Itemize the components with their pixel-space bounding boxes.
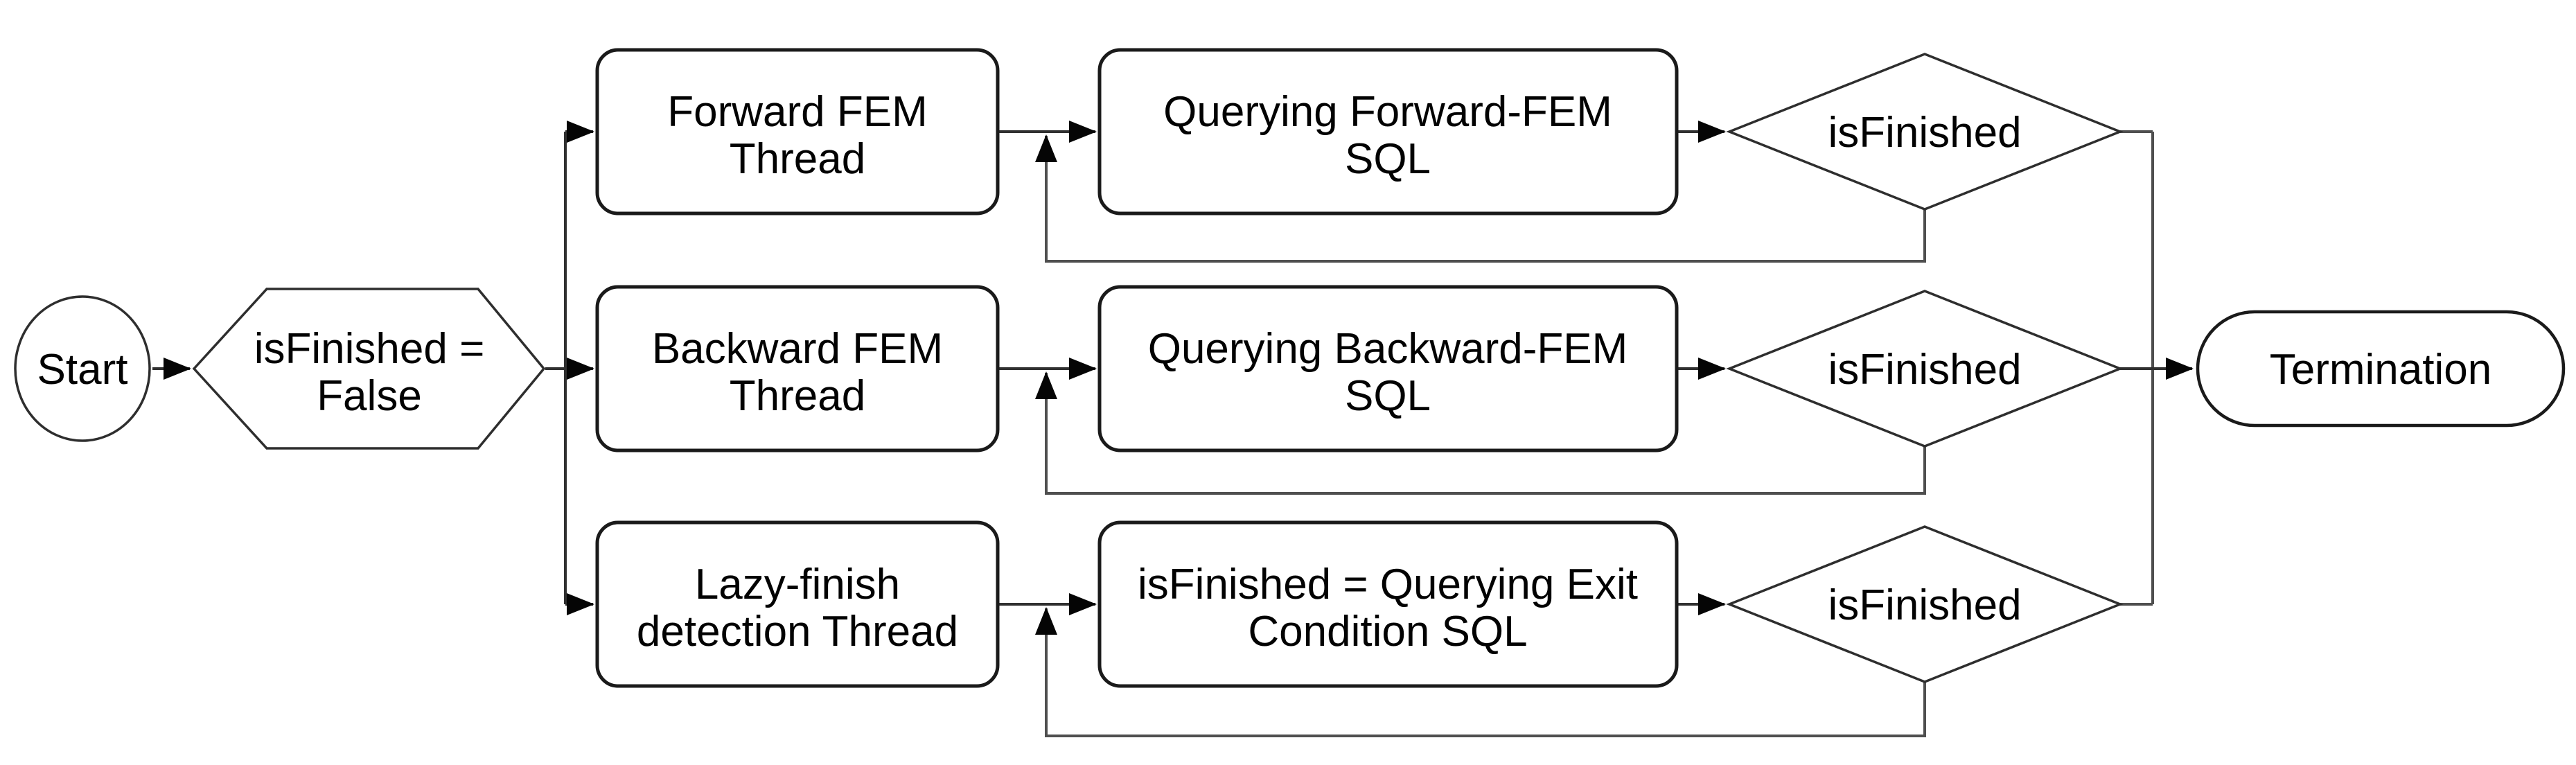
- node-forward-decision: isFinished: [1726, 53, 2124, 211]
- edge-loop-forward-decision-to-sql: [1035, 134, 1926, 263]
- node-lazy-decision: isFinished: [1726, 525, 2124, 683]
- node-start: Start: [14, 295, 151, 442]
- node-lazy-thread: Lazy-finish detection Thread: [595, 520, 1000, 688]
- edge-layer: [152, 121, 2194, 737]
- node-termination-label: Termination: [2270, 346, 2491, 394]
- forward-thread-box: [595, 48, 1000, 216]
- node-forward-sql: Querying Forward-FEM SQL: [1097, 48, 1679, 216]
- node-backward-sql-label-line1: Querying Backward-FEM: [1148, 325, 1628, 373]
- node-backward-decision-label: isFinished: [1828, 346, 2021, 394]
- node-backward-decision: isFinished: [1726, 290, 2124, 448]
- node-backward-thread-label-line1: Backward FEM: [652, 325, 943, 373]
- node-forward-thread-label-line2: Thread: [730, 135, 865, 183]
- node-lazy-thread-label-line1: Lazy-finish: [695, 561, 900, 608]
- init-flag-hexagon: [192, 288, 546, 450]
- node-init-flag: isFinished = False: [192, 288, 546, 450]
- node-forward-decision-label: isFinished: [1828, 109, 2021, 157]
- start-ellipse: [14, 295, 151, 442]
- node-backward-sql-label-line2: SQL: [1345, 372, 1431, 420]
- backward-decision-diamond: [1726, 290, 2124, 448]
- termination-stadium: [2196, 310, 2566, 428]
- lazy-decision-diamond: [1726, 525, 2124, 683]
- backward-thread-box: [595, 285, 1000, 452]
- node-exit-sql: isFinished = Querying Exit Condition SQL: [1097, 520, 1679, 688]
- forward-sql-box: [1097, 48, 1679, 216]
- node-backward-sql: Querying Backward-FEM SQL: [1097, 285, 1679, 452]
- node-init-flag-label-line1: isFinished =: [254, 325, 485, 373]
- node-termination: Termination: [2196, 310, 2566, 428]
- node-backward-thread: Backward FEM Thread: [595, 285, 1000, 452]
- node-exit-sql-label-line1: isFinished = Querying Exit: [1138, 561, 1638, 608]
- node-forward-thread: Forward FEM Thread: [595, 48, 1000, 216]
- node-forward-sql-label-line2: SQL: [1345, 135, 1431, 183]
- edge-loop-lazy-decision-to-sql: [1035, 607, 1926, 737]
- node-start-label: Start: [37, 346, 128, 394]
- node-forward-thread-label-line1: Forward FEM: [667, 88, 927, 136]
- lazy-thread-box: [595, 520, 1000, 688]
- node-backward-thread-label-line2: Thread: [730, 372, 865, 420]
- exit-sql-box: [1097, 520, 1679, 688]
- node-init-flag-label-line2: False: [317, 372, 422, 420]
- node-forward-sql-label-line1: Querying Forward-FEM: [1163, 88, 1612, 136]
- edge-loop-backward-decision-to-sql: [1035, 371, 1926, 495]
- node-lazy-decision-label: isFinished: [1828, 581, 2021, 629]
- forward-decision-diamond: [1726, 53, 2124, 211]
- node-lazy-thread-label-line2: detection Thread: [637, 608, 958, 656]
- backward-sql-box: [1097, 285, 1679, 452]
- node-exit-sql-label-line2: Condition SQL: [1248, 608, 1527, 656]
